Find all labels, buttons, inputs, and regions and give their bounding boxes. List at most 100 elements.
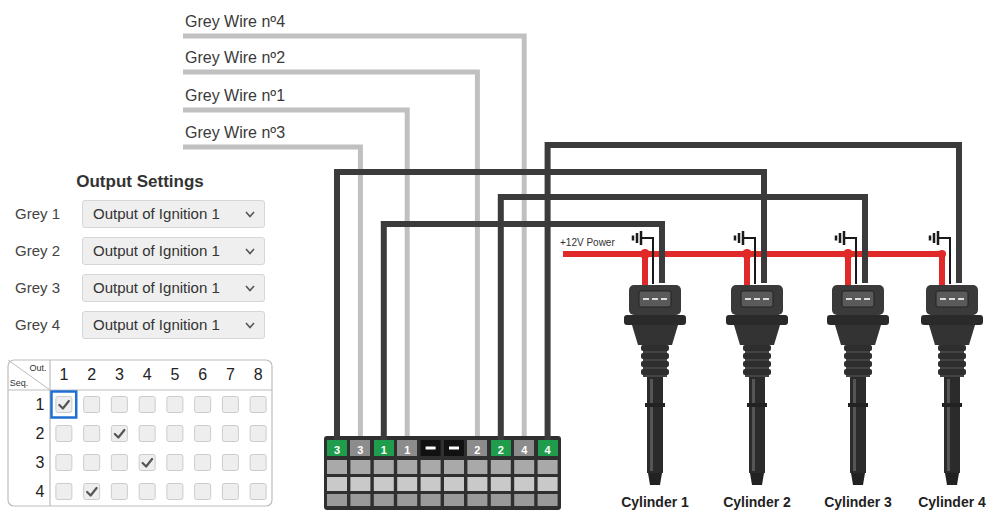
checkbox xyxy=(139,397,155,413)
dropdown-chevron xyxy=(245,248,255,255)
checkbox xyxy=(56,484,72,500)
plug-pin xyxy=(846,298,852,300)
power-junction xyxy=(938,250,946,258)
coil-rib xyxy=(844,345,872,351)
checkbox xyxy=(222,484,238,500)
coil-collar xyxy=(929,325,975,345)
pin-slot xyxy=(374,460,394,474)
pin-number: 3 xyxy=(357,442,363,458)
coil-rib xyxy=(844,353,872,359)
checkbox xyxy=(139,426,155,442)
checkbox xyxy=(56,455,72,471)
output-number: 2 xyxy=(87,366,96,384)
sequence-number: 3 xyxy=(36,453,45,471)
pin-slot xyxy=(397,460,417,474)
check-mark xyxy=(87,488,97,496)
plug-pin xyxy=(855,298,861,300)
pin-number: 4 xyxy=(545,442,551,458)
coil-rib xyxy=(641,369,669,375)
coil-ring xyxy=(848,403,868,407)
pin-number: 2 xyxy=(498,442,504,458)
coil-rib xyxy=(641,345,669,351)
checkbox xyxy=(222,397,238,413)
pin-number: 1 xyxy=(404,442,410,458)
coil-rib xyxy=(641,353,669,359)
blank-pin-bar xyxy=(426,447,436,450)
blank-pin xyxy=(421,440,441,456)
coil-drawing xyxy=(712,283,802,489)
coil-collar xyxy=(835,325,881,345)
pin-slot xyxy=(327,477,347,491)
coil-plug xyxy=(842,291,874,307)
check-mark xyxy=(143,459,153,467)
pin-slot xyxy=(538,494,558,506)
dropdown-chevron xyxy=(245,285,255,292)
pin-slot xyxy=(467,494,487,506)
output-dropdown: Output of Ignition 1 xyxy=(82,200,265,228)
plug-pin xyxy=(958,298,964,300)
pin-slot xyxy=(514,477,534,491)
coil-rib xyxy=(743,361,771,367)
ground-symbol xyxy=(633,231,653,284)
cylinder-label: Cylinder 1 xyxy=(621,494,689,510)
pin-slot xyxy=(444,477,464,491)
coil-rib xyxy=(938,345,966,351)
pin-slot xyxy=(397,494,417,506)
ground-symbol xyxy=(836,231,856,284)
dropdown-chevron xyxy=(245,322,255,329)
coil-tip xyxy=(851,473,865,485)
checkbox xyxy=(250,455,266,471)
dropdown-chevron xyxy=(245,211,255,218)
checkbox xyxy=(195,426,211,442)
checkbox xyxy=(111,455,127,471)
dropdown-value: Output of Ignition 1 xyxy=(83,238,220,264)
pin-slot xyxy=(421,460,441,474)
pin-slot xyxy=(491,494,511,506)
power-junction xyxy=(742,249,752,259)
plug-pin xyxy=(661,298,667,300)
coil-drawing xyxy=(813,283,903,489)
coil-signal-wire xyxy=(384,224,662,440)
wire-label: Grey Wire nº2 xyxy=(185,49,285,67)
dropdown-value: Output of Ignition 1 xyxy=(83,312,220,338)
checkbox xyxy=(56,397,72,413)
output-number: 1 xyxy=(59,366,68,384)
table-axis-label: Seq. xyxy=(10,378,29,388)
coil-flange xyxy=(921,315,983,325)
pin-slot xyxy=(467,477,487,491)
checkbox xyxy=(167,426,183,442)
coil-drawing xyxy=(610,283,700,489)
connector-pin: 4 xyxy=(538,440,558,456)
pin-number: 1 xyxy=(381,442,387,458)
ignition-coil: Cylinder 4 xyxy=(907,283,995,511)
coil-flange xyxy=(726,315,788,325)
blank-pin-bar xyxy=(449,447,459,450)
output-name: Grey 2 xyxy=(15,242,60,259)
plug-pin xyxy=(940,298,946,300)
connector-pin: 1 xyxy=(374,440,394,456)
checkbox xyxy=(195,397,211,413)
pin-slot xyxy=(538,460,558,474)
plug-pin xyxy=(754,298,760,300)
checkbox xyxy=(84,397,100,413)
pin-slot xyxy=(350,460,370,474)
plug-pin xyxy=(864,298,870,300)
checkbox xyxy=(84,426,100,442)
table-axis-label: Out. xyxy=(29,363,46,373)
output-dropdown: Output of Ignition 1 xyxy=(82,274,265,302)
coil-body xyxy=(647,377,663,473)
output-table xyxy=(8,360,272,506)
coil-head xyxy=(832,285,884,315)
check-mark xyxy=(115,430,125,438)
coil-rib xyxy=(938,353,966,359)
table-rule xyxy=(49,360,50,506)
pin-slot xyxy=(397,477,417,491)
wire-label: Grey Wire nº4 xyxy=(185,13,285,31)
output-name: Grey 4 xyxy=(15,316,60,333)
pin-slot xyxy=(421,494,441,506)
output-dropdown: Output of Ignition 1 xyxy=(82,237,265,265)
coil-head xyxy=(731,285,783,315)
pin-slot xyxy=(444,460,464,474)
power-line xyxy=(563,254,942,285)
coil-tip xyxy=(648,473,662,485)
